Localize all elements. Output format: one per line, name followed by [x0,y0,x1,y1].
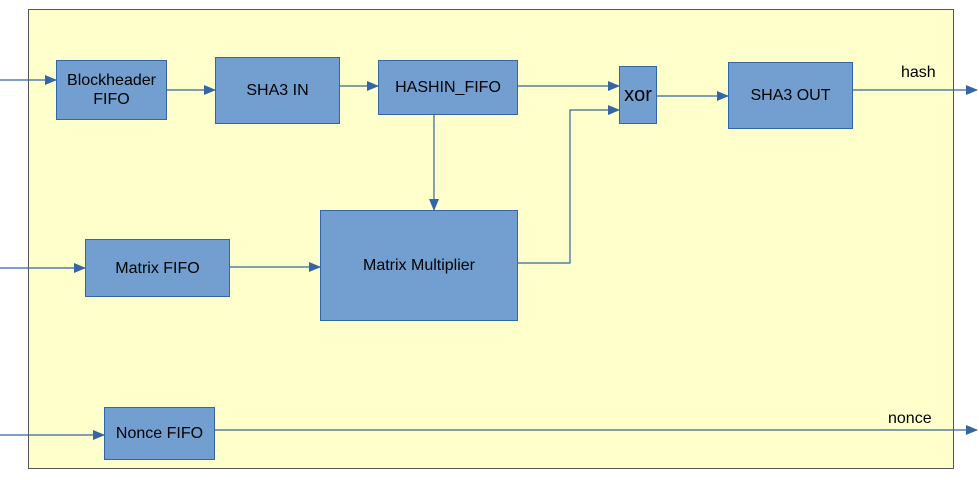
sha3-out-label: SHA3 OUT [750,87,831,104]
nonce-output-label: nonce [888,410,932,427]
matrix-fifo-label: Matrix FIFO [115,259,200,277]
blockheader-fifo-label: Blockheader FIFO [67,72,156,108]
xor-block: xor [619,66,657,124]
matrix-multiplier-block: Matrix Multiplier [320,210,518,321]
sha3-out-block: SHA3 OUT [728,62,853,129]
matrix-multiplier-label: Matrix Multiplier [362,257,475,274]
hashin-fifo-block: HASHIN_FIFO [378,60,518,115]
arrow-multiplier-to-xor [518,105,620,264]
matrix-fifo-block: Matrix FIFO [85,239,230,297]
xor-label: xor [624,83,652,106]
nonce-fifo-label: Nonce FIFO [115,425,204,442]
sha3-in-block: SHA3 IN [215,57,340,124]
sha3-in-label: SHA3 IN [246,82,309,99]
hash-output-label: hash [901,64,936,81]
blockheader-fifo-block: Blockheader FIFO [56,60,167,120]
nonce-fifo-block: Nonce FIFO [104,407,215,460]
hashin-fifo-label: HASHIN_FIFO [395,79,501,96]
